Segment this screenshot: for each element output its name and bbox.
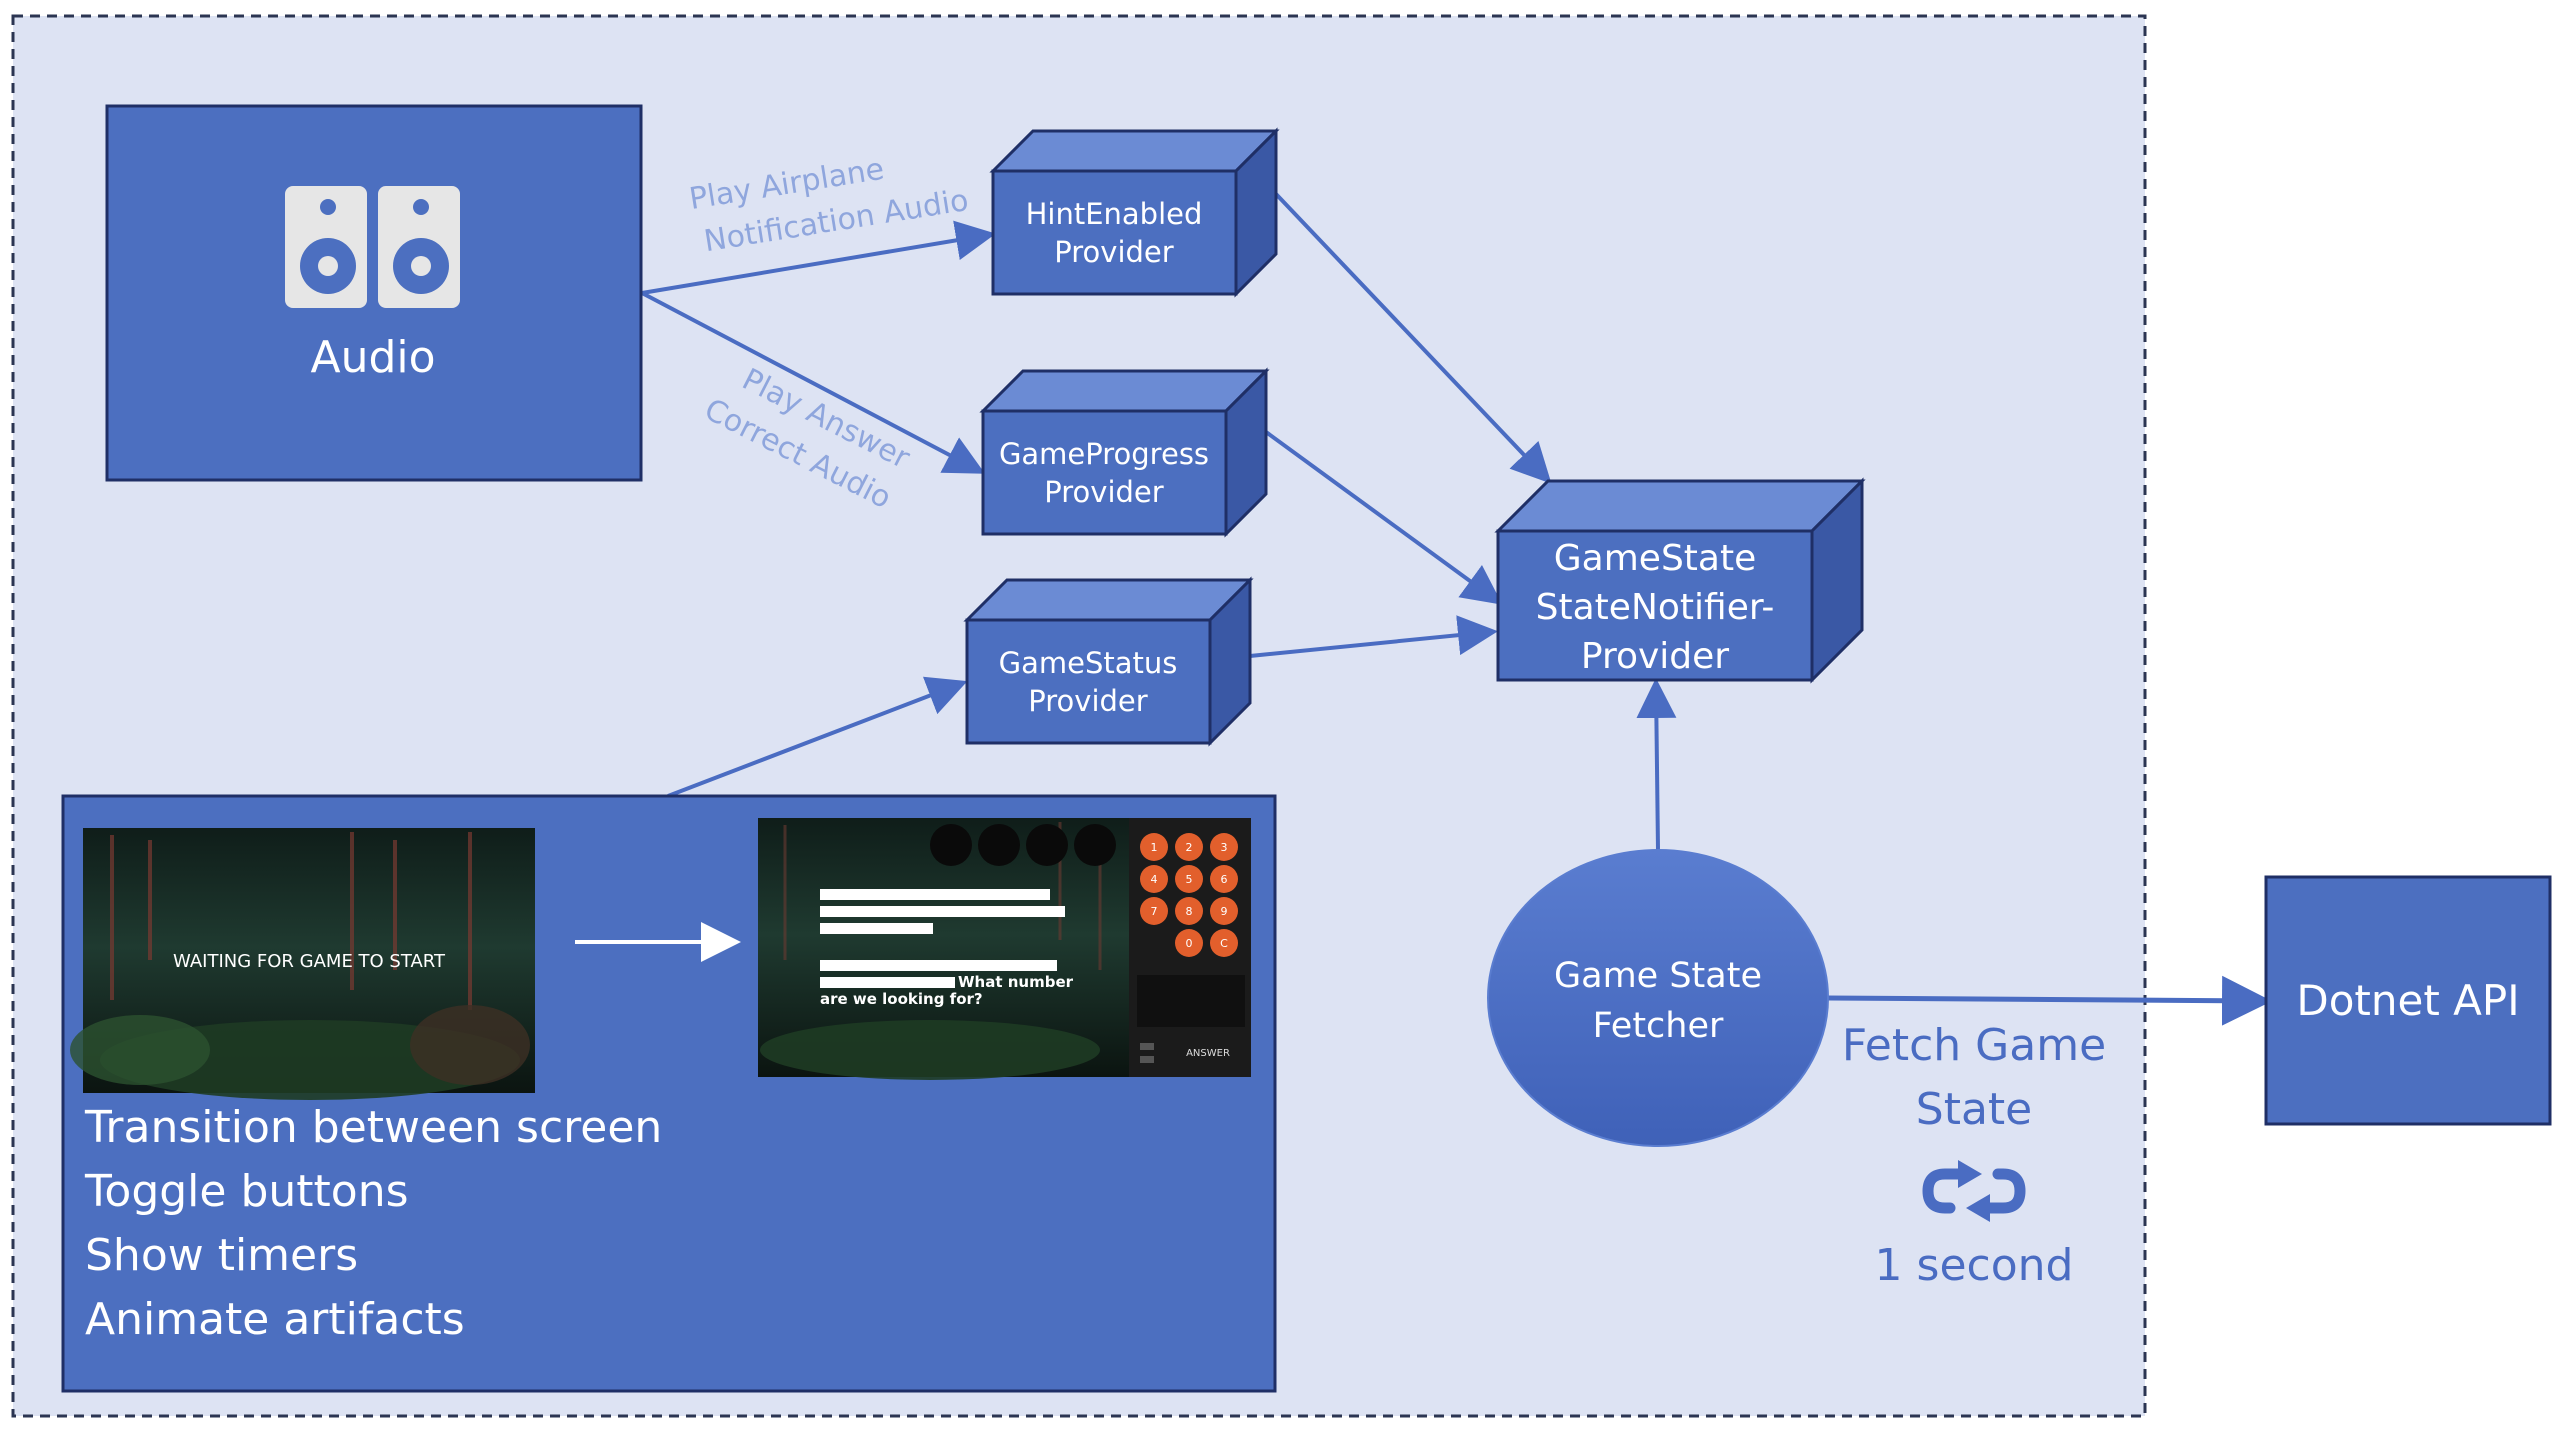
keypad: 1 2 3 4 5 6 7 8 9 0 C	[1140, 833, 1238, 957]
svg-text:3: 3	[1221, 841, 1228, 854]
fetch-label-line1: Fetch Game	[1842, 1020, 2106, 1071]
game-state-provider-node: GameState StateNotifier- Provider	[1494, 477, 1866, 684]
question-text-line2: are we looking for?	[820, 990, 983, 1008]
hint-enabled-provider-node: HintEnabled Provider	[989, 127, 1280, 298]
svg-text:7: 7	[1151, 905, 1158, 918]
keypad-key: 6	[1210, 865, 1238, 893]
audio-node: Audio	[105, 104, 643, 482]
waiting-screen-text: WAITING FOR GAME TO START	[173, 951, 446, 972]
audio-label: Audio	[310, 332, 435, 383]
arrows	[641, 192, 2272, 1026]
fetcher-label-line1: Game State	[1554, 956, 1762, 996]
dotnet-api-node: Dotnet API	[2264, 875, 2552, 1126]
game-status-label-line1: GameStatus	[999, 646, 1178, 680]
question-text-line1: What number	[958, 973, 1074, 991]
hint-toggle	[1140, 1043, 1154, 1050]
question-text-bars	[820, 889, 1065, 988]
svg-text:0: 0	[1186, 937, 1193, 950]
game-state-label-line1: GameState	[1554, 538, 1756, 579]
timer-dots	[930, 824, 1116, 866]
keypad-key: 1	[1140, 833, 1168, 861]
game-progress-provider-node: GameProgress Provider	[979, 367, 1270, 538]
feature-item: Transition between screen	[84, 1102, 662, 1153]
game-status-provider-node: GameStatus Provider	[963, 576, 1254, 747]
game-screen-thumbnail: What number are we looking for? 1 2 3 4 …	[758, 818, 1251, 1080]
repeat-icon	[1922, 1160, 2026, 1222]
svg-text:2: 2	[1186, 841, 1193, 854]
speaker-icon	[285, 186, 460, 308]
svg-text:5: 5	[1186, 873, 1193, 886]
svg-text:8: 8	[1186, 905, 1193, 918]
keypad-key: 5	[1175, 865, 1203, 893]
svg-text:4: 4	[1151, 873, 1158, 886]
svg-text:C: C	[1220, 937, 1228, 950]
keypad-key: 7	[1140, 897, 1168, 925]
waiting-screen-thumbnail: WAITING FOR GAME TO START	[70, 828, 535, 1100]
arrow-hint-to-gamestate	[1274, 192, 1552, 484]
answer-display	[1137, 975, 1245, 1027]
keypad-key: 9	[1210, 897, 1238, 925]
keypad-key: 4	[1140, 865, 1168, 893]
fetch-label-line2: State	[1916, 1084, 2032, 1135]
svg-text:1: 1	[1151, 841, 1158, 854]
fetch-edge-label: Fetch Game State 1 second	[1842, 1020, 2106, 1291]
ui-panel: WAITING FOR GAME TO START	[61, 794, 1277, 1393]
arrow-ui-to-status	[667, 676, 968, 798]
game-state-label-line3: Provider	[1581, 636, 1729, 677]
arrow-status-to-gamestate	[1249, 615, 1498, 658]
feature-item: Animate artifacts	[85, 1294, 465, 1345]
arrow-audio-to-progress	[641, 291, 986, 474]
fetcher-label-line2: Fetcher	[1593, 1006, 1724, 1046]
svg-text:9: 9	[1221, 905, 1228, 918]
feature-item: Toggle buttons	[84, 1166, 409, 1217]
hint-toggle	[1140, 1056, 1154, 1063]
game-progress-label-line1: GameProgress	[999, 437, 1209, 471]
keypad-key: C	[1210, 929, 1238, 957]
hint-enabled-label-line2: Provider	[1054, 235, 1173, 269]
feature-item: Show timers	[85, 1230, 358, 1281]
hint-enabled-label-line1: HintEnabled	[1026, 197, 1203, 231]
keypad-key: 2	[1175, 833, 1203, 861]
feature-list: Transition between screen Toggle buttons…	[84, 1102, 662, 1345]
dotnet-api-label: Dotnet API	[2296, 976, 2519, 1025]
answer-button-label: ANSWER	[1186, 1048, 1230, 1059]
game-state-fetcher-node: Game State Fetcher	[1487, 849, 1829, 1147]
svg-text:6: 6	[1221, 873, 1228, 886]
keypad-key: 0	[1175, 929, 1203, 957]
arrow-progress-to-gamestate	[1264, 430, 1503, 605]
arrow-fetcher-to-dotnet	[1827, 975, 2272, 1026]
game-progress-label-line2: Provider	[1044, 475, 1163, 509]
game-state-label-line2: StateNotifier-	[1536, 587, 1775, 628]
keypad-key: 8	[1175, 897, 1203, 925]
game-status-label-line2: Provider	[1028, 684, 1147, 718]
fetch-interval-label: 1 second	[1875, 1240, 2074, 1291]
arrow-fetcher-to-gamestate	[1636, 678, 1677, 851]
keypad-key: 3	[1210, 833, 1238, 861]
arrow-audio-to-hint	[641, 220, 996, 295]
